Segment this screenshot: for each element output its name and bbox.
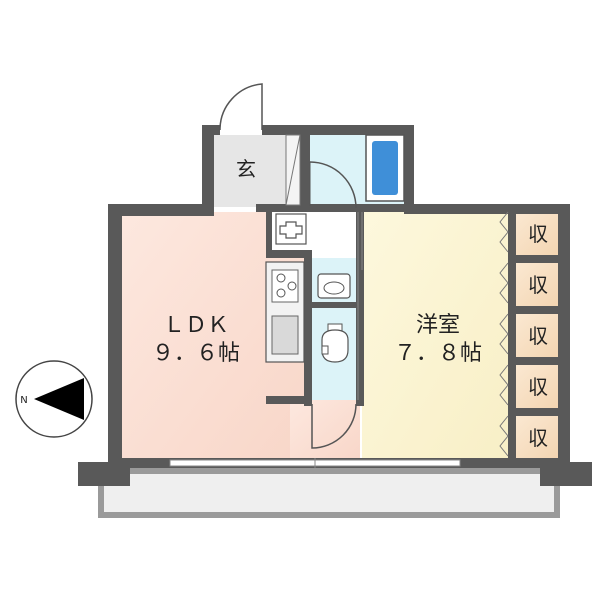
- sliding-door: [357, 212, 363, 400]
- compass: N: [15, 360, 93, 438]
- compass-north-label: N: [20, 395, 27, 406]
- ldk-name: ＬＤＫ: [163, 313, 229, 338]
- toilet-door: [311, 403, 357, 449]
- ldk-floor-lower: [290, 400, 360, 462]
- compass-arrow-icon: [34, 378, 84, 420]
- shoe-cabinet: [285, 134, 301, 206]
- storage-label-1: 収: [528, 222, 548, 246]
- balcony-window: [169, 458, 461, 468]
- storage-label-4: 収: [528, 375, 548, 399]
- bathtub: [365, 134, 405, 202]
- washbasin: [317, 273, 351, 299]
- washing-machine-pan: [275, 213, 307, 245]
- western-name: 洋室: [416, 313, 460, 338]
- western-size: ７．８帖: [394, 341, 482, 366]
- western-floor: [362, 212, 508, 462]
- entrance-label: 玄: [236, 157, 256, 181]
- toilet: [321, 323, 349, 363]
- ldk-size: ９．６帖: [152, 341, 240, 366]
- bath-door: [309, 161, 357, 209]
- storage-label-5: 収: [528, 426, 548, 450]
- entrance-door: [219, 83, 263, 135]
- storage-label-3: 収: [528, 324, 548, 348]
- storage-label-2: 収: [528, 273, 548, 297]
- kitchen-counter: [265, 261, 305, 363]
- closet-doors: [499, 211, 509, 457]
- balcony: [78, 462, 592, 518]
- storage-closets: [514, 210, 562, 460]
